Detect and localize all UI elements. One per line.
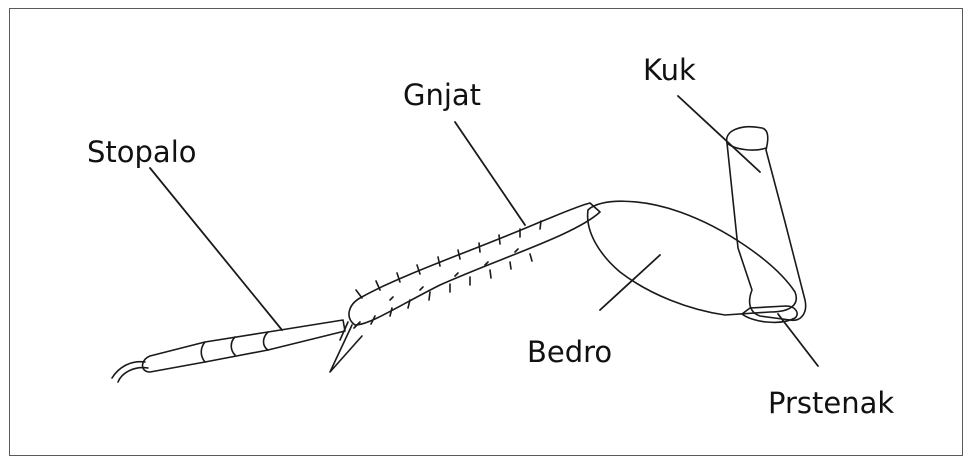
- label-bedro: Bedro: [527, 338, 612, 367]
- tarsus-segment: [143, 320, 346, 372]
- label-stopalo: Stopalo: [87, 138, 197, 167]
- tibia-spur: [330, 325, 362, 372]
- tibia-segment: [349, 203, 600, 325]
- label-gnjat: Gnjat: [403, 81, 481, 110]
- tibia-bristles: [354, 221, 541, 328]
- label-kuk: Kuk: [643, 56, 696, 85]
- leader-line-kuk: [678, 96, 760, 172]
- leader-line-prstenak: [778, 314, 818, 366]
- femur-segment: [588, 201, 797, 315]
- leader-line-stopalo: [150, 168, 282, 330]
- leader-line-gnjat: [455, 122, 525, 225]
- leader-line-bedro: [600, 255, 660, 310]
- tarsus-joints: [201, 332, 268, 362]
- label-prstenak: Prstenak: [768, 389, 894, 418]
